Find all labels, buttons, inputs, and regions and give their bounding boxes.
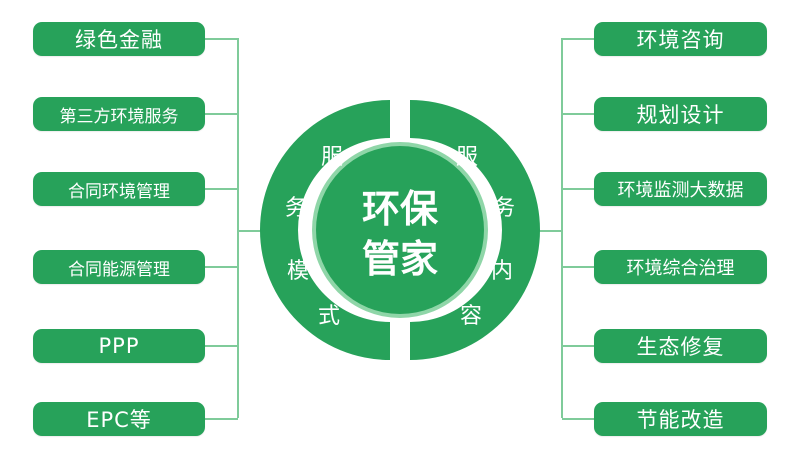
left-item-label: 合同能源管理: [68, 259, 170, 280]
left-item-epc: EPC等: [33, 402, 205, 436]
right-item-label: 环境综合治理: [626, 258, 735, 279]
center-title-line2: 管家: [362, 236, 438, 281]
left-connector-h: [205, 418, 238, 420]
left-arc-char: 服: [321, 145, 343, 170]
right-arc-char: 服: [456, 145, 478, 170]
right-arc-segment: [410, 100, 540, 360]
right-item-label: 环境监测大数据: [617, 180, 744, 201]
left-item-contract-env-mgmt: 合同环境管理: [33, 172, 205, 206]
right-connector-h: [562, 266, 594, 268]
left-item-contract-energy-mgmt: 合同能源管理: [33, 250, 205, 284]
right-item-label: 环境咨询: [636, 28, 725, 52]
right-item-env-monitoring-bigdata: 环境监测大数据: [594, 172, 767, 206]
right-arc-char: 内: [491, 259, 513, 284]
left-item-label: EPC等: [86, 408, 152, 432]
right-item-eco-restoration: 生态修复: [594, 329, 767, 363]
left-connector-h: [205, 266, 238, 268]
left-connector-h: [205, 188, 238, 190]
right-arc-char: 容: [460, 304, 482, 329]
center-circle: [316, 146, 484, 314]
left-arc-segment: [260, 100, 390, 360]
right-item-planning-design: 规划设计: [594, 97, 767, 131]
left-arc-char: 式: [318, 304, 340, 329]
right-connector-h: [562, 113, 594, 115]
right-connector-h: [562, 418, 594, 420]
left-item-ppp: PPP: [33, 329, 205, 363]
left-connector-h: [205, 345, 238, 347]
left-item-label: 第三方环境服务: [59, 106, 179, 127]
left-arc-char: 务: [285, 196, 307, 221]
right-item-label: 生态修复: [636, 335, 725, 359]
left-item-label: 合同环境管理: [68, 181, 170, 202]
right-item-env-governance: 环境综合治理: [594, 250, 767, 284]
center-title-line1: 环保: [362, 186, 439, 231]
left-item-label: PPP: [98, 334, 140, 358]
left-arc-char: 模: [287, 259, 309, 284]
left-connector-vertical: [237, 38, 239, 418]
right-connector-h: [562, 188, 594, 190]
left-item-label: 绿色金融: [75, 28, 163, 52]
right-connector-h: [562, 345, 594, 347]
right-arc-char: 务: [493, 196, 515, 221]
right-item-label: 规划设计: [636, 103, 725, 127]
right-item-label: 节能改造: [636, 408, 725, 432]
right-item-env-consulting: 环境咨询: [594, 22, 767, 56]
right-connector-vertical: [561, 38, 563, 418]
left-connector-h: [205, 113, 238, 115]
right-item-energy-retrofit: 节能改造: [594, 402, 767, 436]
left-item-green-finance: 绿色金融: [33, 22, 205, 56]
right-connector-h: [562, 38, 594, 40]
left-item-third-party-service: 第三方环境服务: [33, 97, 205, 131]
left-connector-h: [205, 38, 238, 40]
